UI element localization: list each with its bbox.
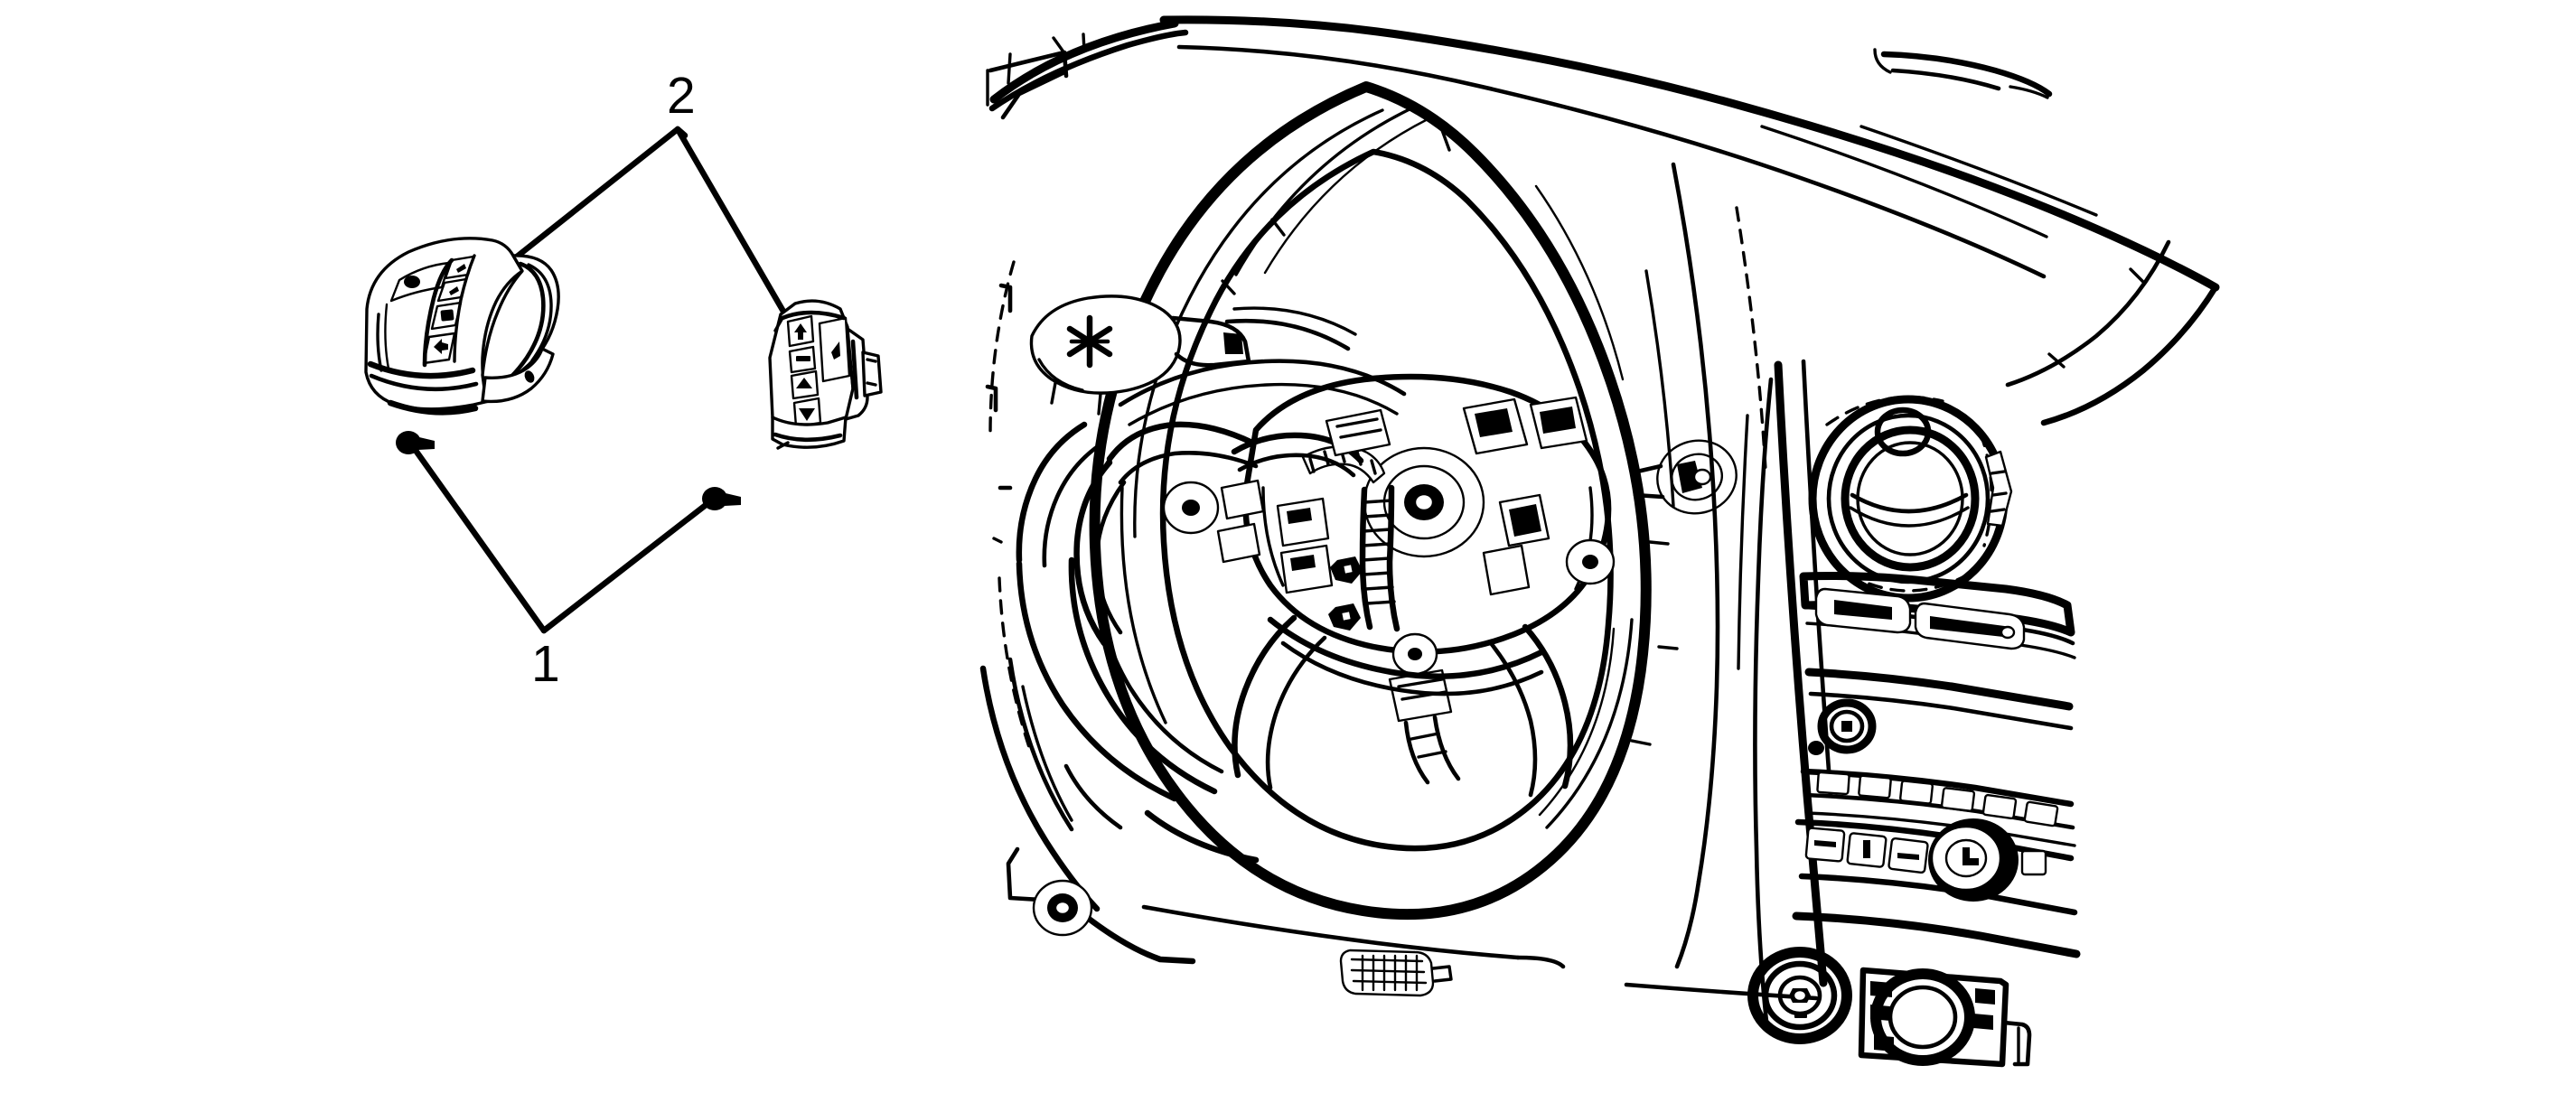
data-link-connector <box>1339 949 1453 997</box>
right-control-switch <box>768 299 883 450</box>
screw-head-upper <box>396 431 435 454</box>
steering-wheel-hub <box>1068 373 1616 798</box>
multifunction-turn-signal-lever <box>1029 294 1251 416</box>
asterisk-icon <box>1066 314 1113 369</box>
callout-label-2: 2 <box>667 67 696 125</box>
vent-adjust-tab <box>1984 450 2013 528</box>
instrument-cluster-hood <box>986 19 1189 120</box>
steering-wheel-and-instrument-panel <box>979 15 2220 1068</box>
radio-assembly <box>1794 668 2078 916</box>
cluster-dashed-accents <box>988 260 1032 752</box>
instrument-panel-right-contour <box>2005 239 2219 426</box>
center-console-stack <box>1737 359 2081 1068</box>
left-control-switch <box>364 237 560 416</box>
instrument-panel-upper-pad <box>1159 15 2220 292</box>
defroster-vent-detail <box>1873 48 2053 99</box>
screw-head-lower <box>702 487 741 510</box>
airbag-mount-mechanism <box>1162 396 1616 785</box>
radio-function-row <box>1794 818 2078 916</box>
ignition-lock-cylinder <box>1633 439 1738 515</box>
center-air-outlets <box>1799 572 2076 659</box>
cluster-bracket-marks <box>985 283 1013 544</box>
callout-2-leader-lines <box>504 126 792 324</box>
callout-label-1: 1 <box>531 635 560 693</box>
hvac-control-assembly <box>1747 911 2081 1068</box>
steering-column-shroud <box>1016 294 1738 864</box>
radio-preset-buttons <box>1800 741 2076 847</box>
instrument-panel-seams <box>1630 162 1767 969</box>
callout-1-leader-lines <box>408 442 713 634</box>
